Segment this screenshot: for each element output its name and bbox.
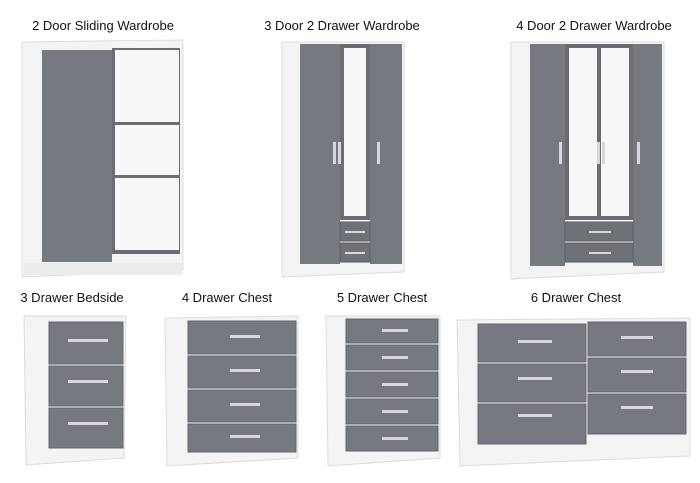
drawer-front	[587, 357, 687, 393]
door-handle	[597, 142, 600, 164]
sliding-wardrobe-image	[21, 39, 184, 278]
5-drawer-chest-image	[325, 315, 441, 467]
drawer-front	[477, 363, 587, 403]
mirror-panel	[344, 48, 366, 216]
drawer-front	[48, 407, 124, 449]
product-title-6-drawer-chest: 6 Drawer Chest	[530, 290, 622, 305]
door-handle	[377, 142, 380, 164]
product-title-4-door-wardrobe: 4 Door 2 Drawer Wardrobe	[516, 18, 672, 33]
mirror-panel	[601, 48, 629, 216]
mirror-panel	[115, 50, 179, 122]
door-handle	[333, 142, 336, 164]
drawer-front	[48, 365, 124, 407]
door-handle	[602, 142, 605, 164]
door-handle	[559, 142, 562, 164]
drawer-front	[477, 403, 587, 445]
product-title-3-door-wardrobe: 3 Door 2 Drawer Wardrobe	[264, 18, 420, 33]
door-handle	[637, 142, 640, 164]
drawer-front	[48, 321, 124, 365]
drawer-front	[345, 425, 439, 452]
bedside-image	[23, 315, 127, 466]
6-drawer-chest-image	[456, 317, 691, 467]
sliding-door-grey	[42, 50, 112, 262]
drawer-front	[345, 398, 439, 425]
4-drawer-chest-image	[164, 315, 299, 467]
product-title-bedside: 3 Drawer Bedside	[20, 290, 124, 305]
mirror-panel	[569, 48, 597, 216]
product-title-5-drawer-chest: 5 Drawer Chest	[336, 290, 428, 305]
3-door-wardrobe-image	[281, 41, 405, 278]
door-handle	[338, 142, 341, 164]
product-title-sliding-wardrobe: 2 Door Sliding Wardrobe	[32, 18, 174, 33]
mirror-panel	[115, 125, 179, 175]
wardrobe-door	[370, 44, 402, 264]
drawer-front	[587, 393, 687, 435]
4-door-wardrobe-image	[510, 41, 665, 280]
product-title-4-drawer-chest: 4 Drawer Chest	[181, 290, 273, 305]
mirror-panel	[115, 178, 179, 250]
